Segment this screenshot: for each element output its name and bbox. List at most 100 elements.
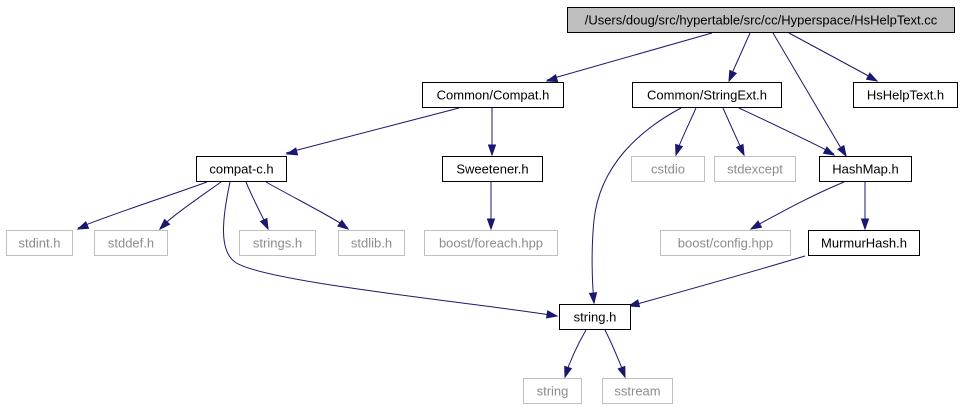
node-compatc[interactable]: compat-c.h bbox=[196, 156, 287, 182]
node-box bbox=[338, 230, 405, 256]
edge-compatc-to-stdlib bbox=[265, 181, 350, 230]
node-hshelptext[interactable]: HsHelpText.h bbox=[853, 82, 958, 108]
edge-root-to-compat bbox=[545, 32, 713, 83]
node-box bbox=[94, 230, 168, 256]
arrowhead bbox=[865, 72, 879, 82]
node-label: /Users/doug/src/hypertable/src/cc/Hypers… bbox=[585, 13, 938, 28]
arrowhead bbox=[337, 219, 350, 230]
edge-stringext-to-hashmap bbox=[738, 107, 836, 156]
node-label: sstream bbox=[614, 384, 660, 399]
node-box bbox=[853, 82, 958, 108]
edge-root-to-stringext bbox=[728, 32, 751, 83]
node-box bbox=[422, 82, 564, 108]
edge-line bbox=[751, 181, 845, 229]
node-stdint: stdint.h bbox=[6, 230, 73, 256]
arrowhead bbox=[259, 217, 269, 231]
node-string: string bbox=[523, 378, 582, 404]
node-stdlib: stdlib.h bbox=[338, 230, 405, 256]
node-strings: strings.h bbox=[239, 230, 316, 256]
edge-stringh-to-sstream bbox=[604, 329, 626, 379]
node-label: stdlib.h bbox=[351, 236, 392, 251]
edge-murmur-to-stringh bbox=[627, 255, 806, 308]
arrowhead bbox=[564, 365, 573, 379]
edge-root-to-hshelptext bbox=[788, 32, 879, 82]
edge-stringext-to-stringh bbox=[588, 107, 682, 305]
arrowhead bbox=[285, 147, 299, 156]
node-cstdio: cstdio bbox=[631, 156, 705, 182]
node-sweetener[interactable]: Sweetener.h bbox=[442, 156, 543, 182]
edges-layer bbox=[76, 32, 879, 379]
arrowhead bbox=[837, 144, 847, 158]
node-label: strings.h bbox=[253, 236, 302, 251]
arrowhead bbox=[588, 292, 598, 305]
node-label: stddef.h bbox=[108, 236, 154, 251]
edge-compatc-to-stddef bbox=[158, 181, 222, 231]
node-box bbox=[196, 156, 287, 182]
arrowhead bbox=[735, 143, 745, 157]
node-box bbox=[808, 230, 920, 256]
node-label: Common/Compat.h bbox=[437, 88, 550, 103]
edge-compat-to-sweetener bbox=[487, 108, 497, 157]
edge-compatc-to-strings bbox=[245, 181, 269, 231]
node-label: stdint.h bbox=[19, 236, 61, 251]
node-label: stdexcept bbox=[727, 162, 783, 177]
node-label: string.h bbox=[574, 310, 617, 325]
arrowhead bbox=[486, 218, 496, 231]
node-box bbox=[602, 378, 673, 404]
nodes-layer: /Users/doug/src/hypertable/src/cc/Hypers… bbox=[6, 7, 958, 404]
node-stringext[interactable]: Common/StringExt.h bbox=[632, 82, 782, 108]
arrowhead bbox=[860, 218, 870, 231]
arrowhead bbox=[627, 299, 641, 308]
edge-line bbox=[223, 181, 558, 317]
edge-line bbox=[591, 107, 682, 303]
node-label: Sweetener.h bbox=[456, 162, 528, 177]
arrowhead bbox=[158, 218, 171, 231]
arrowhead bbox=[822, 146, 836, 156]
edge-compat-to-compatc bbox=[285, 107, 460, 156]
node-box bbox=[523, 378, 582, 404]
node-label: MurmurHash.h bbox=[821, 236, 907, 251]
node-box bbox=[632, 82, 782, 108]
edge-compatc-to-stringh bbox=[223, 181, 559, 319]
edge-line bbox=[788, 32, 877, 81]
arrowhead bbox=[617, 365, 626, 379]
node-box bbox=[819, 156, 912, 182]
node-murmur[interactable]: MurmurHash.h bbox=[808, 230, 920, 256]
edge-compatc-to-stdint bbox=[76, 181, 208, 230]
node-box bbox=[239, 230, 316, 256]
edge-sweetener-to-foreach bbox=[486, 182, 496, 231]
node-label: cstdio bbox=[651, 162, 685, 177]
edge-line bbox=[159, 181, 222, 229]
node-label: HsHelpText.h bbox=[867, 88, 944, 103]
node-compat[interactable]: Common/Compat.h bbox=[422, 82, 564, 108]
node-box bbox=[424, 230, 558, 256]
edge-hashmap-to-boostconfig bbox=[749, 181, 845, 230]
node-label: HashMap.h bbox=[832, 162, 898, 177]
node-box bbox=[6, 230, 73, 256]
edge-line bbox=[629, 255, 806, 307]
node-stringh[interactable]: string.h bbox=[559, 304, 631, 330]
edge-stringext-to-cstdio bbox=[675, 107, 697, 157]
edge-hashmap-to-murmur bbox=[860, 182, 870, 231]
node-label: boost/config.hpp bbox=[678, 236, 773, 251]
edge-line bbox=[285, 107, 460, 154]
arrowhead bbox=[728, 69, 738, 83]
node-label: Common/StringExt.h bbox=[647, 88, 767, 103]
node-hashmap[interactable]: HashMap.h bbox=[819, 156, 912, 182]
node-box bbox=[559, 304, 631, 330]
node-stdexcept: stdexcept bbox=[714, 156, 796, 182]
node-box bbox=[714, 156, 796, 182]
arrowhead bbox=[545, 74, 559, 83]
node-box bbox=[567, 7, 955, 33]
arrowhead bbox=[545, 310, 559, 319]
edge-line bbox=[772, 32, 846, 156]
edge-stringext-to-stdexcept bbox=[722, 107, 745, 157]
edge-stringh-to-string bbox=[564, 329, 587, 379]
node-label: string bbox=[537, 384, 569, 399]
node-label: compat-c.h bbox=[209, 162, 273, 177]
edge-line bbox=[265, 181, 349, 229]
node-label: boost/foreach.hpp bbox=[439, 236, 543, 251]
node-stddef: stddef.h bbox=[94, 230, 168, 256]
node-root[interactable]: /Users/doug/src/hypertable/src/cc/Hypers… bbox=[567, 7, 955, 33]
